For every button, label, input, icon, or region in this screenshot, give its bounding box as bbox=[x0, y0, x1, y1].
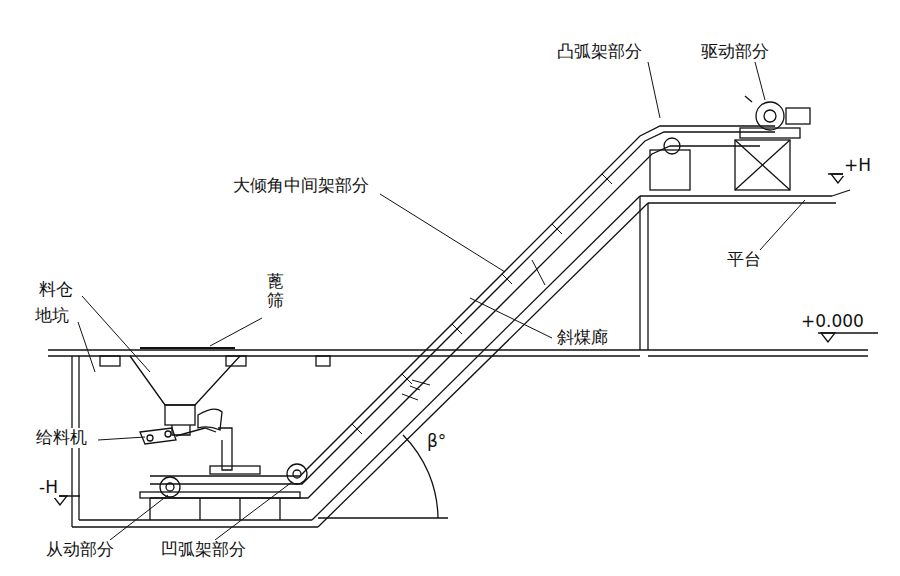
part-label: 凸弧架部分 bbox=[556, 42, 643, 62]
part-label: 凹弧架部分 bbox=[160, 540, 247, 560]
part-label: 平台 bbox=[726, 250, 762, 270]
part-label: 斜煤廊 bbox=[556, 328, 609, 348]
part-label: 大倾角中间架部分 bbox=[232, 176, 370, 196]
part-label: 地坑 bbox=[34, 306, 70, 326]
part-label: β° bbox=[426, 432, 447, 452]
part-label: 蓖筛 bbox=[266, 272, 285, 309]
part-label: +H bbox=[843, 156, 872, 176]
part-label: 给料机 bbox=[35, 428, 88, 448]
part-label: -H bbox=[38, 478, 59, 498]
part-label: +0.000 bbox=[800, 312, 865, 332]
part-label: 从动部分 bbox=[45, 540, 115, 560]
part-label: 料仓 bbox=[38, 280, 74, 300]
part-label: 驱动部分 bbox=[700, 42, 770, 62]
